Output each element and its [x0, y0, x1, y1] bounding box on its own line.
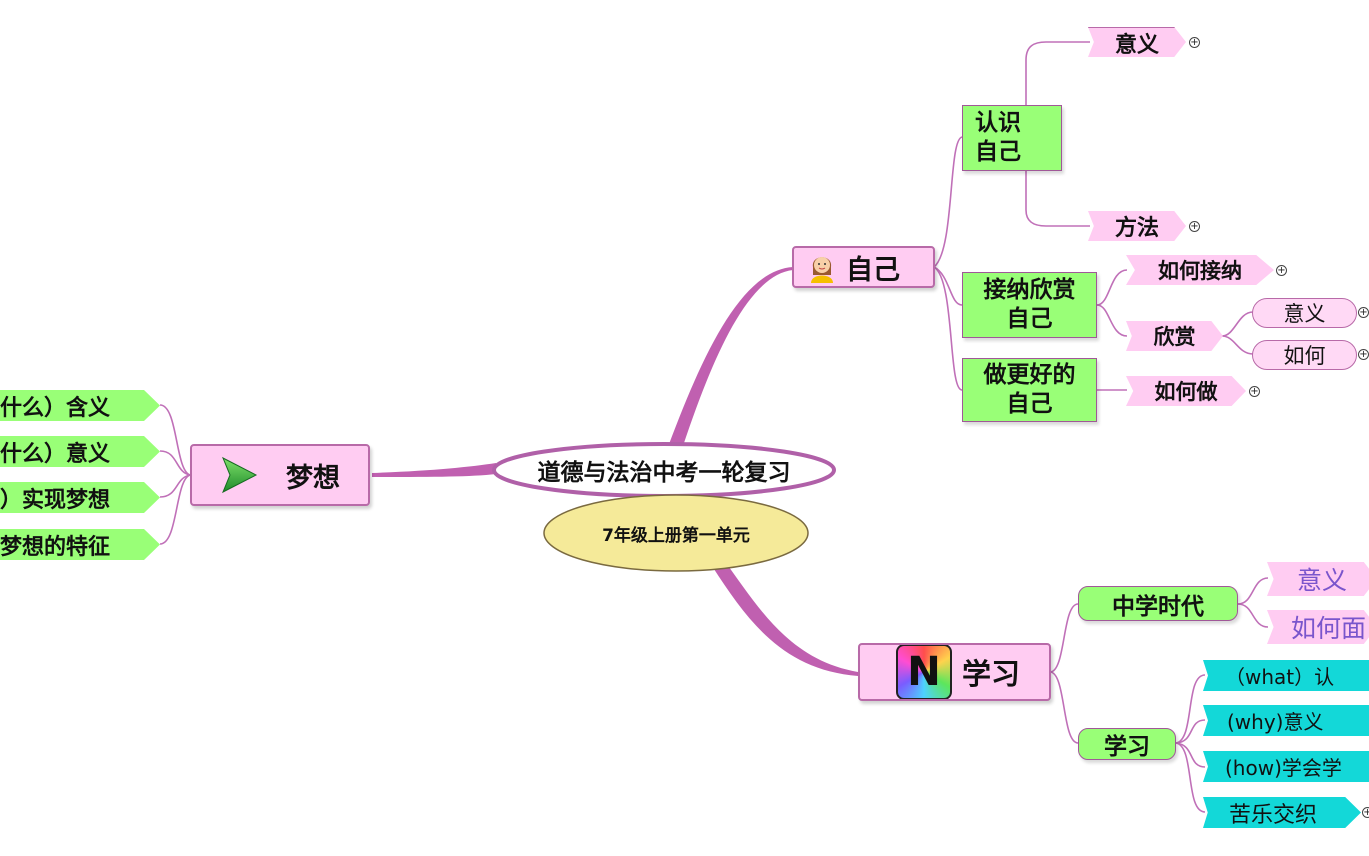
learning-node[interactable]: 学习	[1078, 728, 1176, 760]
learning-child-node[interactable]: (how)学会学	[1203, 751, 1369, 782]
dream-label: 梦想	[286, 462, 340, 494]
dream-node[interactable]: 梦想	[190, 444, 370, 506]
dream-child-node[interactable]: ）实现梦想	[0, 482, 160, 513]
know-meaning-node[interactable]: 意义	[1088, 27, 1186, 57]
expand-icon[interactable]: +	[1189, 221, 1200, 232]
learning-child-node[interactable]: 苦乐交织	[1203, 797, 1361, 828]
middle-school-node[interactable]: 中学时代	[1078, 586, 1238, 621]
middle-school-how-node[interactable]: 如何面	[1267, 610, 1369, 644]
woman-avatar-icon	[811, 257, 833, 283]
learning-child-node[interactable]: (why)意义	[1203, 705, 1369, 736]
study-node[interactable]: N 学习	[858, 643, 1051, 701]
middle-school-meaning-node[interactable]: 意义	[1267, 562, 1369, 596]
play-triangle-icon	[222, 456, 258, 494]
know-method-node[interactable]: 方法	[1088, 211, 1186, 241]
subtitle-ellipse	[543, 494, 809, 572]
dream-child-node[interactable]: 什么）含义	[0, 390, 160, 421]
expand-icon[interactable]: +	[1362, 807, 1369, 818]
dream-child-node[interactable]: 梦想的特征	[0, 529, 160, 560]
self-node[interactable]: 自己	[792, 246, 935, 288]
n-badge-icon: N	[896, 645, 952, 699]
better-self-node[interactable]: 做更好的 自己	[962, 358, 1097, 422]
accept-self-node[interactable]: 接纳欣赏 自己	[962, 272, 1097, 338]
center-subtitle[interactable]: 7年级上册第一单元	[602, 525, 750, 546]
appreciate-meaning-node[interactable]: 意义	[1252, 298, 1357, 328]
expand-icon[interactable]: +	[1358, 307, 1369, 318]
appreciate-node[interactable]: 欣赏	[1126, 321, 1223, 351]
appreciate-how-node[interactable]: 如何	[1252, 340, 1357, 370]
expand-icon[interactable]: +	[1189, 37, 1200, 48]
self-label: 自己	[846, 254, 900, 286]
dream-child-node[interactable]: 什么）意义	[0, 436, 160, 467]
expand-icon[interactable]: +	[1358, 349, 1369, 360]
center-title[interactable]: 道德与法治中考一轮复习	[537, 460, 791, 486]
study-label: 学习	[962, 657, 1021, 691]
expand-icon[interactable]: +	[1249, 386, 1260, 397]
how-do-node[interactable]: 如何做	[1126, 376, 1246, 406]
expand-icon[interactable]: +	[1276, 265, 1287, 276]
learning-child-node[interactable]: （what）认	[1203, 660, 1369, 691]
know-self-node[interactable]: 认识 自己	[962, 105, 1062, 171]
how-accept-node[interactable]: 如何接纳	[1126, 255, 1274, 285]
